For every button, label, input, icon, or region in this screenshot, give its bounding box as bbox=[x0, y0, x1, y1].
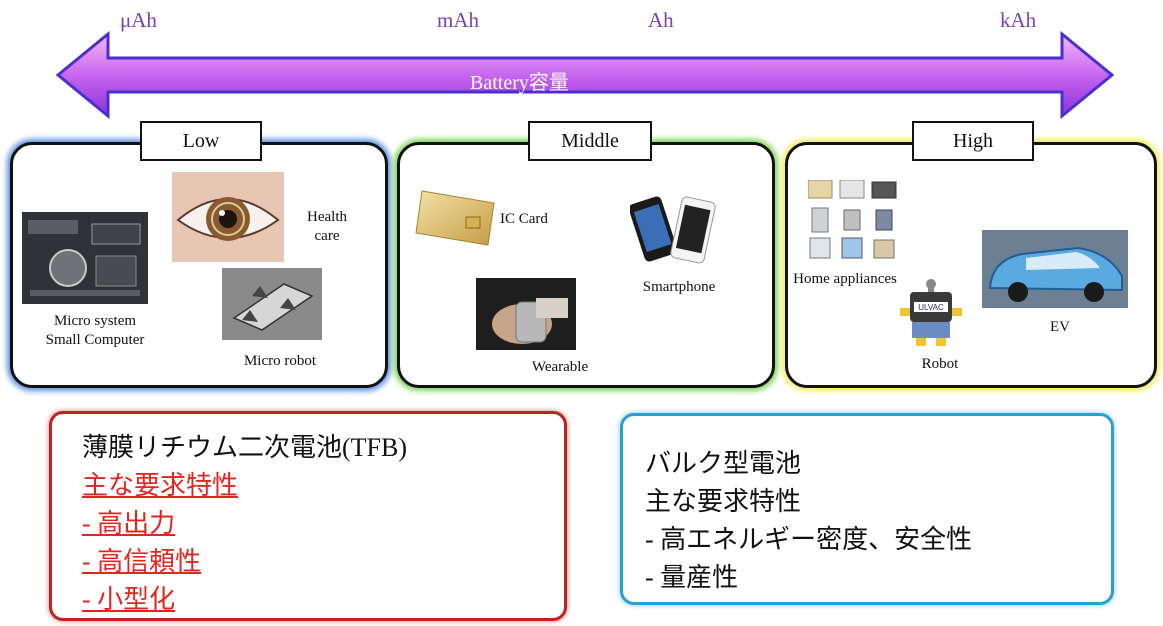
tfb-item-high-reliability: - 高信頼性 bbox=[82, 547, 202, 576]
thin-film-battery-box: 薄膜リチウム二次電池(TFB) 主な要求特性 - 高出力 - 高信頼性 - 小型… bbox=[49, 411, 567, 621]
micro-system-line-1: Micro system bbox=[53, 313, 137, 329]
robot-image: ULVAC bbox=[900, 279, 962, 346]
health-care-label: Health care bbox=[296, 208, 358, 246]
wearable-image bbox=[476, 278, 576, 350]
ev-label: EV bbox=[1050, 319, 1070, 335]
tfb-title: 薄膜リチウム二次電池(TFB) bbox=[82, 433, 408, 462]
tfb-requirements-heading: 主な要求特性 bbox=[82, 471, 239, 500]
micro-robot-image bbox=[222, 268, 322, 340]
micro-system-line-2: Small Computer bbox=[45, 332, 145, 348]
tfb-item-high-output: - 高出力 bbox=[82, 509, 176, 538]
bulk-requirements-heading: 主な要求特性 bbox=[645, 487, 802, 516]
wearable-label: Wearable bbox=[531, 359, 589, 375]
unit-ah-label: Ah bbox=[648, 8, 674, 32]
ev-car-image bbox=[982, 230, 1128, 308]
micro-robot-label: Micro robot bbox=[243, 353, 317, 369]
bulk-item-energy-density-safety: - 高エネルギー密度、安全性 bbox=[645, 525, 973, 554]
bulk-item-mass-production: - 量産性 bbox=[645, 563, 739, 592]
battery-capacity-label: Battery容量 bbox=[470, 72, 569, 94]
tfb-item-miniaturization: - 小型化 bbox=[82, 585, 176, 614]
middle-tier-title: Middle bbox=[528, 121, 652, 161]
home-appliances-label: Home appliances bbox=[793, 271, 897, 287]
unit-uah-label: μAh bbox=[120, 8, 157, 32]
unit-mah-label: mAh bbox=[437, 8, 479, 32]
unit-kah-label: kAh bbox=[1000, 8, 1037, 32]
bulk-battery-box: バルク型電池 主な要求特性 - 高エネルギー密度、安全性 - 量産性 bbox=[620, 413, 1114, 605]
bulk-title: バルク型電池 bbox=[645, 449, 802, 478]
eye-image bbox=[172, 172, 284, 262]
robot-badge-text: ULVAC bbox=[918, 303, 944, 312]
micro-system-label: Micro system Small Computer bbox=[30, 312, 160, 350]
micro-system-board-image bbox=[22, 212, 148, 304]
robot-label: Robot bbox=[921, 356, 959, 372]
home-appliances-image bbox=[808, 180, 897, 259]
ic-card-label: IC Card bbox=[500, 211, 548, 227]
low-tier-title: Low bbox=[140, 121, 262, 161]
smartphone-label: Smartphone bbox=[642, 279, 716, 295]
arrow-shape bbox=[55, 30, 1115, 120]
middle-tier-panel bbox=[397, 142, 775, 388]
health-care-line-2: care bbox=[314, 228, 340, 244]
ic-card-image bbox=[415, 190, 495, 246]
capacity-arrow bbox=[55, 30, 1115, 120]
smartphone-image bbox=[630, 196, 716, 264]
health-care-line-1: Health bbox=[307, 209, 347, 225]
high-tier-title: High bbox=[912, 121, 1034, 161]
